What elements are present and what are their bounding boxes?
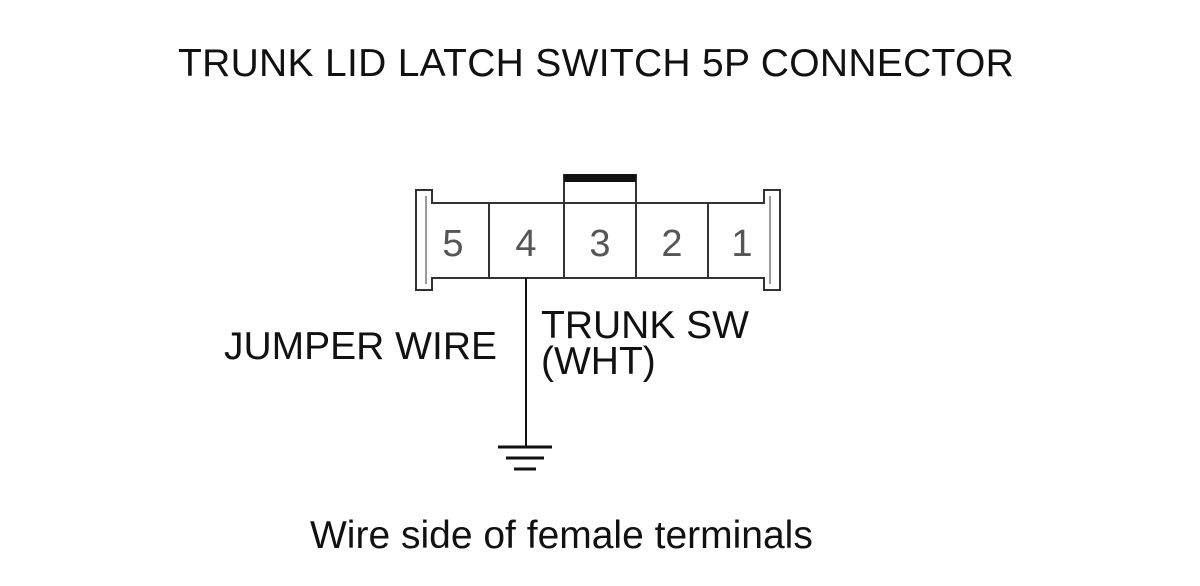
diagram-title: TRUNK LID LATCH SWITCH 5P CONNECTOR xyxy=(178,42,1015,85)
trunk-sw-label-line2: (WHT) xyxy=(541,340,656,383)
connector-housing xyxy=(415,189,781,291)
caption: Wire side of female terminals xyxy=(310,514,813,557)
pin-3-label: 3 xyxy=(589,223,610,265)
trunk-sw-label-line1: TRUNK SW xyxy=(541,304,749,347)
pin-1-label: 1 xyxy=(731,223,752,265)
pin-2-label: 2 xyxy=(661,223,682,265)
jumper-wire-label: JUMPER WIRE xyxy=(224,325,497,368)
pin-5-label: 5 xyxy=(442,223,463,265)
trunk-sw-label: TRUNK SW (WHT) xyxy=(541,304,749,383)
ground-icon xyxy=(498,445,552,471)
pin-4-label: 4 xyxy=(515,223,536,265)
locking-tab xyxy=(563,174,637,203)
